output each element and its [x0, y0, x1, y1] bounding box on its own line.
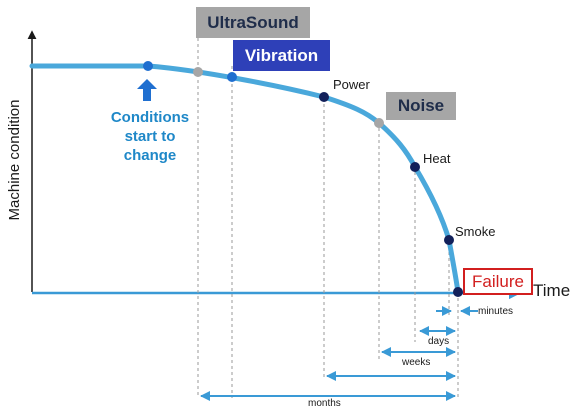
point-change-start	[143, 61, 153, 71]
label-failure: Failure	[463, 268, 533, 295]
conditions-change-label: Conditions start to change	[95, 108, 205, 165]
point-vibration	[227, 72, 237, 82]
y-axis-label: Machine condition	[6, 100, 23, 221]
label-power: Power	[333, 77, 370, 92]
label-months: months	[308, 398, 341, 409]
horizon-arrows	[200, 306, 478, 401]
point-power	[319, 92, 329, 102]
point-noise	[374, 118, 384, 128]
conditions-line-2: start to	[124, 128, 176, 145]
tag-vibration: Vibration	[233, 40, 330, 71]
conditions-line-1: Conditions	[110, 109, 190, 126]
tag-ultrasound: UltraSound	[196, 7, 310, 38]
label-minutes: minutes	[478, 306, 514, 317]
label-weeks: weeks	[402, 357, 431, 368]
point-ultrasound	[193, 67, 203, 77]
up-arrow-icon	[137, 79, 157, 101]
x-axis-label: Time	[533, 281, 571, 300]
point-heat	[410, 162, 420, 172]
dashed-guides	[197, 38, 459, 398]
label-days: days	[428, 336, 450, 347]
label-smoke: Smoke	[455, 224, 496, 239]
tag-noise: Noise	[386, 92, 456, 120]
point-failure	[453, 287, 463, 297]
point-smoke	[444, 235, 454, 245]
label-heat: Heat	[423, 151, 451, 166]
conditions-line-3: change	[123, 147, 177, 164]
